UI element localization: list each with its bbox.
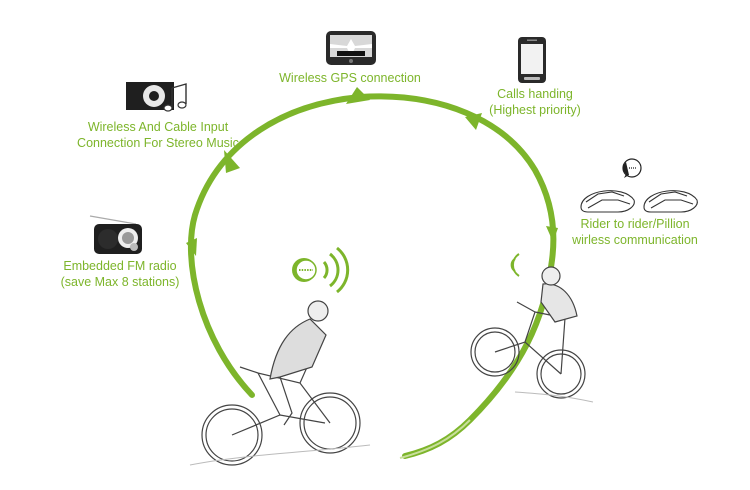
music-player-icon bbox=[126, 80, 190, 114]
chat-bubble-signal-icon bbox=[284, 246, 354, 296]
cyclist-sketch-right bbox=[465, 262, 595, 407]
feature-label-radio: Embedded FM radio (save Max 8 stations) bbox=[60, 259, 180, 289]
chat-bubble-icon bbox=[620, 158, 644, 180]
cyclist-sketch-left bbox=[180, 295, 380, 475]
helmets-icon bbox=[578, 182, 700, 216]
feature-label-intercom: Rider to rider/Pillion wirless communica… bbox=[572, 217, 698, 247]
feature-label-calls: Calls handing (Highest priority) bbox=[489, 87, 581, 117]
feature-label-music: Wireless And Cable Input Connection For … bbox=[77, 120, 239, 150]
smartphone-icon bbox=[517, 36, 547, 84]
gps-navigator-icon bbox=[325, 30, 377, 66]
signal-waves-icon bbox=[505, 250, 527, 280]
fm-radio-icon bbox=[88, 214, 146, 256]
feature-label-gps: Wireless GPS connection bbox=[279, 71, 421, 85]
